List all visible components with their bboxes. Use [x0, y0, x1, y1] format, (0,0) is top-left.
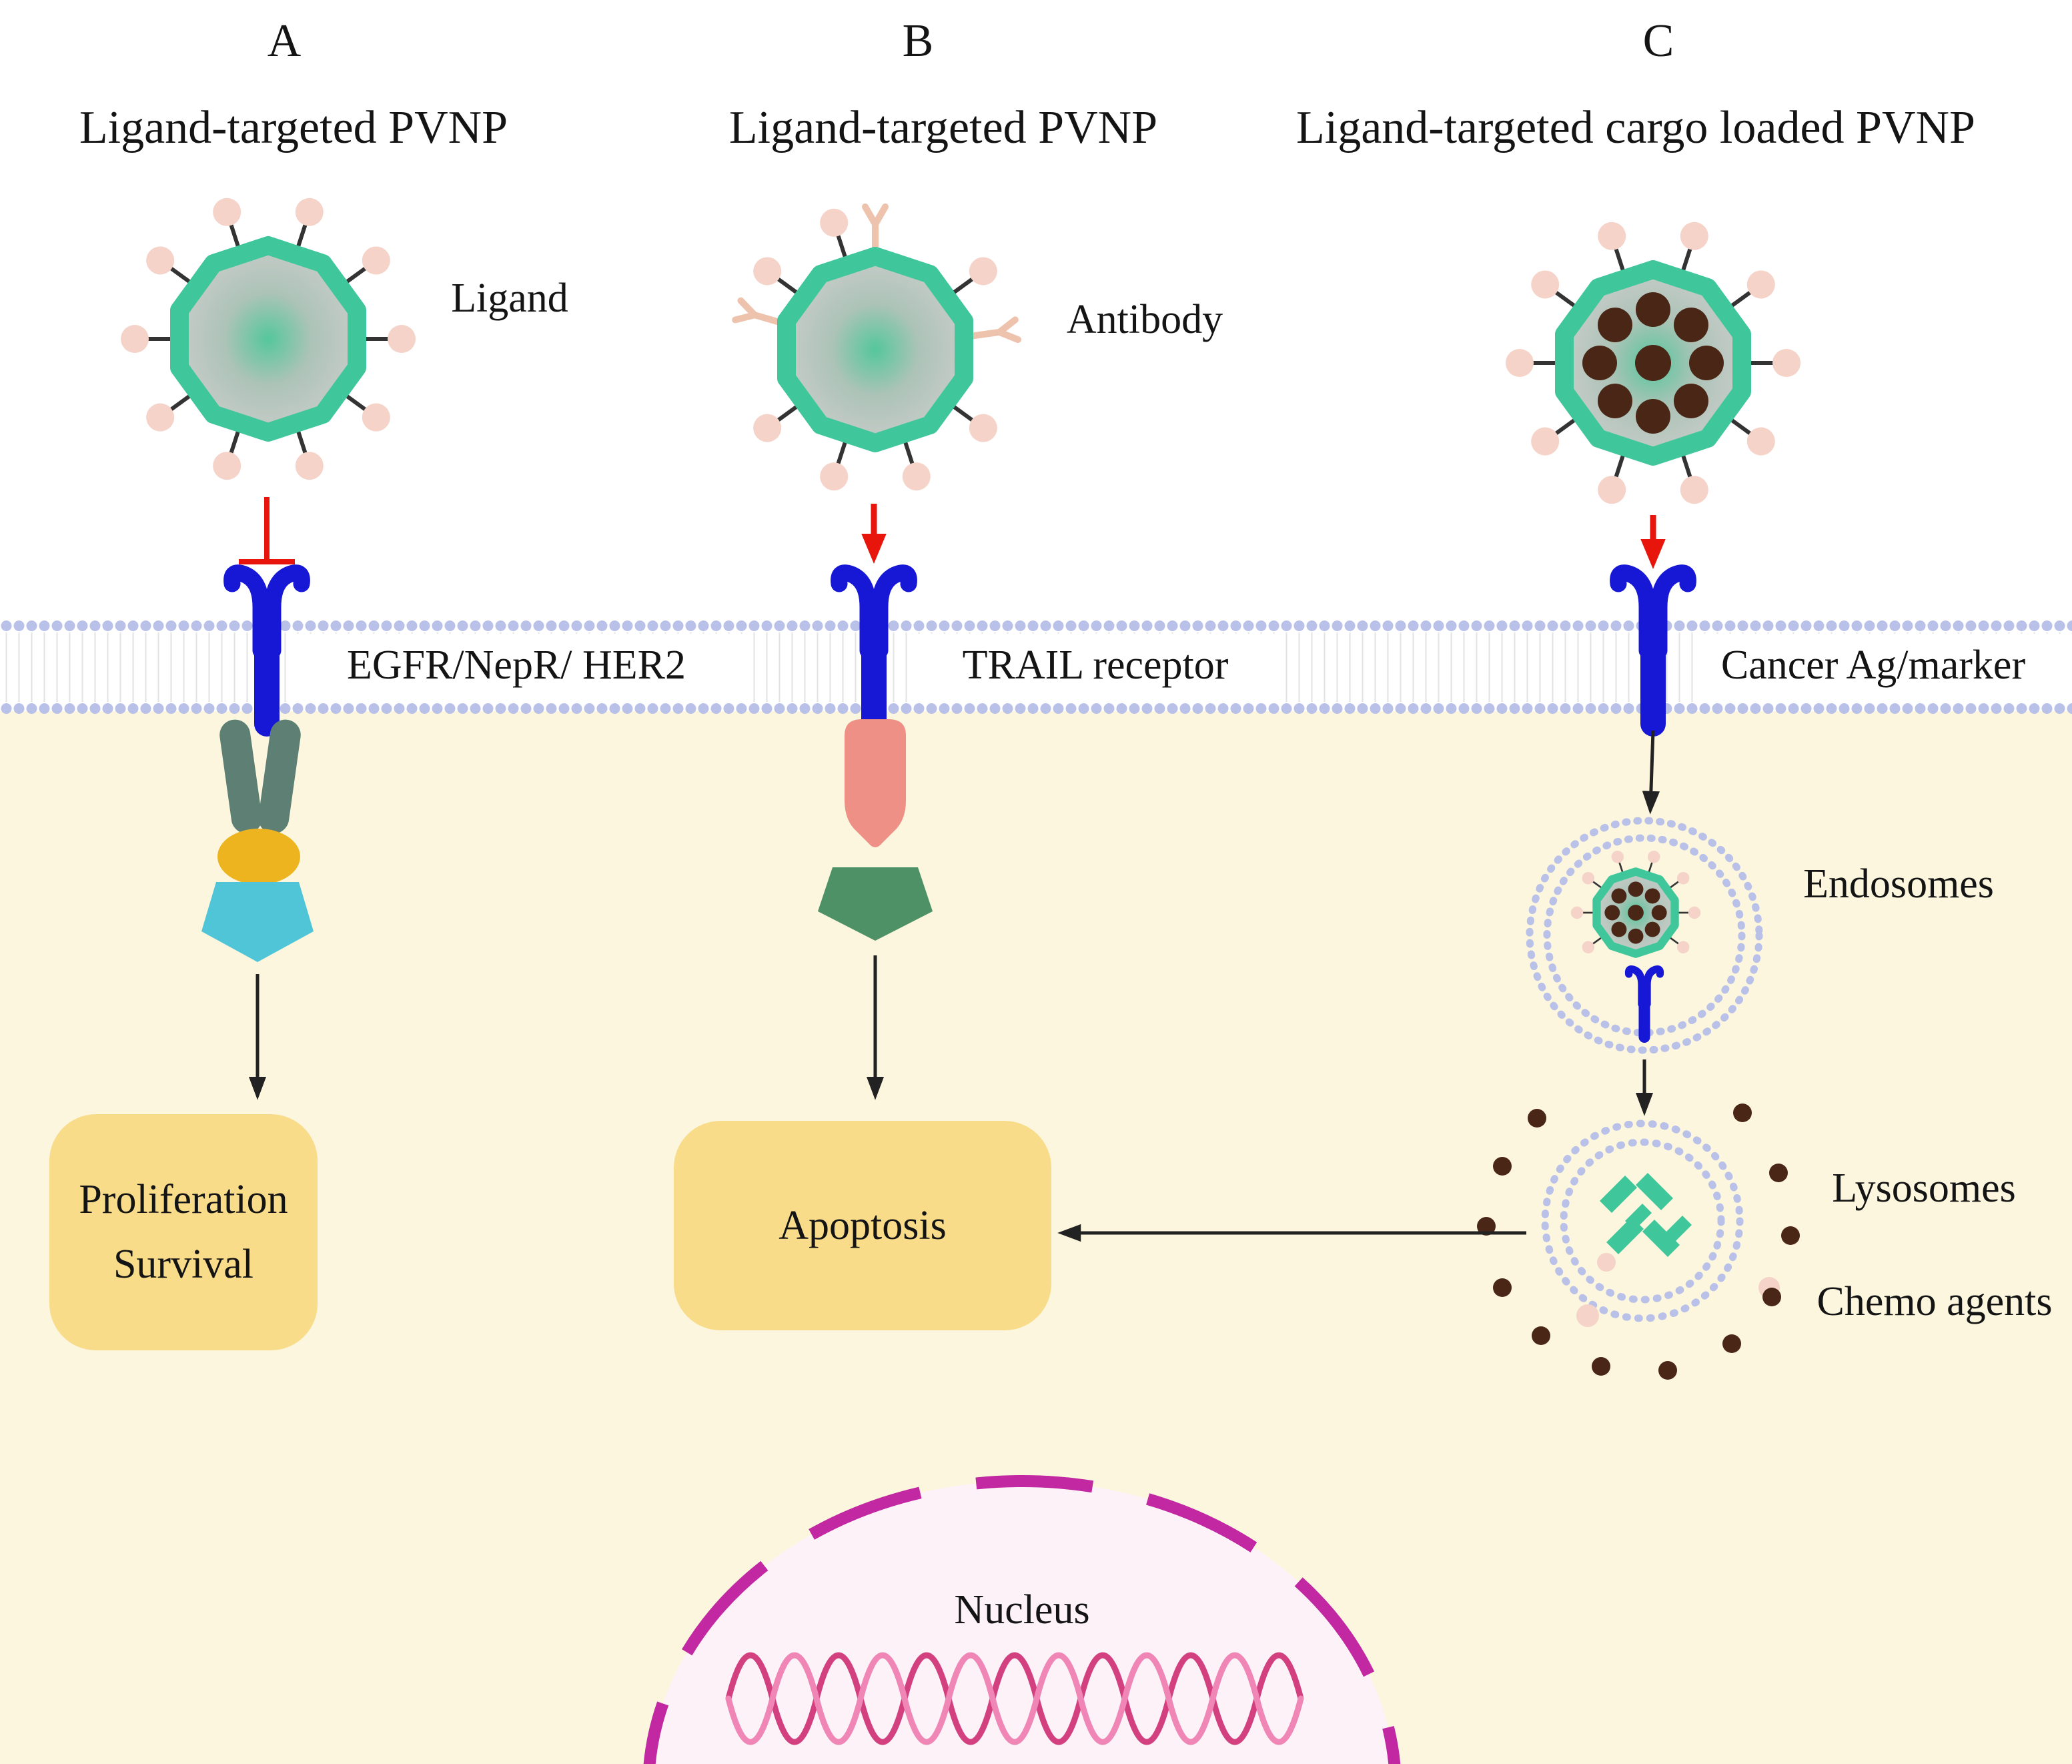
antibody-icon — [970, 320, 1018, 346]
antibody-icon — [735, 301, 785, 333]
lysosomes-label: Lysosomes — [1832, 1166, 2016, 1211]
lysosome-icon — [1477, 1104, 1800, 1380]
cancer-marker-label: Cancer Ag/marker — [1720, 642, 2026, 688]
endosome-icon — [1526, 817, 1763, 1054]
egfr-receptor-label: EGFR/NepR/ HER2 — [346, 642, 686, 688]
endosomes-label: Endosomes — [1803, 861, 1994, 907]
trail-receptor-label: TRAIL receptor — [962, 642, 1229, 688]
nucleus-label: Nucleus — [954, 1587, 1090, 1633]
released-cargo-dots-icon — [1477, 1104, 1800, 1380]
inhibit-tbar-icon — [239, 497, 295, 564]
proliferation-text: Proliferation — [79, 1177, 288, 1222]
flow-arrows — [248, 730, 1660, 1242]
panel-c-letter: C — [1642, 15, 1674, 67]
antibody-label: Antibody — [1066, 297, 1223, 342]
cargo-dots-icon — [1582, 292, 1724, 434]
chemo-agents-label: Chemo agents — [1817, 1279, 2053, 1324]
nucleus-icon — [643, 1475, 1401, 1764]
apoptosis-text: Apoptosis — [779, 1202, 947, 1248]
virion-a-icon — [121, 194, 416, 483]
panel-b-letter: B — [902, 15, 934, 67]
panel-a-signaling-icon — [201, 719, 314, 962]
cell-membrane — [0, 619, 2072, 715]
virion-b-icon — [735, 205, 1018, 494]
antibody-icon — [865, 207, 885, 252]
chemo-crystals-icon — [1600, 1173, 1692, 1257]
proliferation-survival-box: Proliferation Survival — [49, 1114, 318, 1350]
panel-b-signaling-icon — [818, 719, 933, 941]
ligand-label: Ligand — [451, 276, 568, 321]
panel-a-letter: A — [267, 15, 302, 67]
virion-c-icon — [1506, 218, 1800, 507]
panel-c-title: Ligand-targeted cargo loaded PVNP — [1296, 102, 1975, 153]
panel-a-title: Ligand-targeted PVNP — [79, 102, 508, 153]
survival-text: Survival — [113, 1242, 254, 1287]
apoptosis-box: Apoptosis — [674, 1121, 1051, 1330]
binding-symbols — [239, 497, 1666, 569]
panel-b-title: Ligand-targeted PVNP — [728, 102, 1158, 153]
dna-helix-icon — [725, 1652, 1304, 1745]
arrow-c-endosome-icon — [1642, 730, 1660, 815]
